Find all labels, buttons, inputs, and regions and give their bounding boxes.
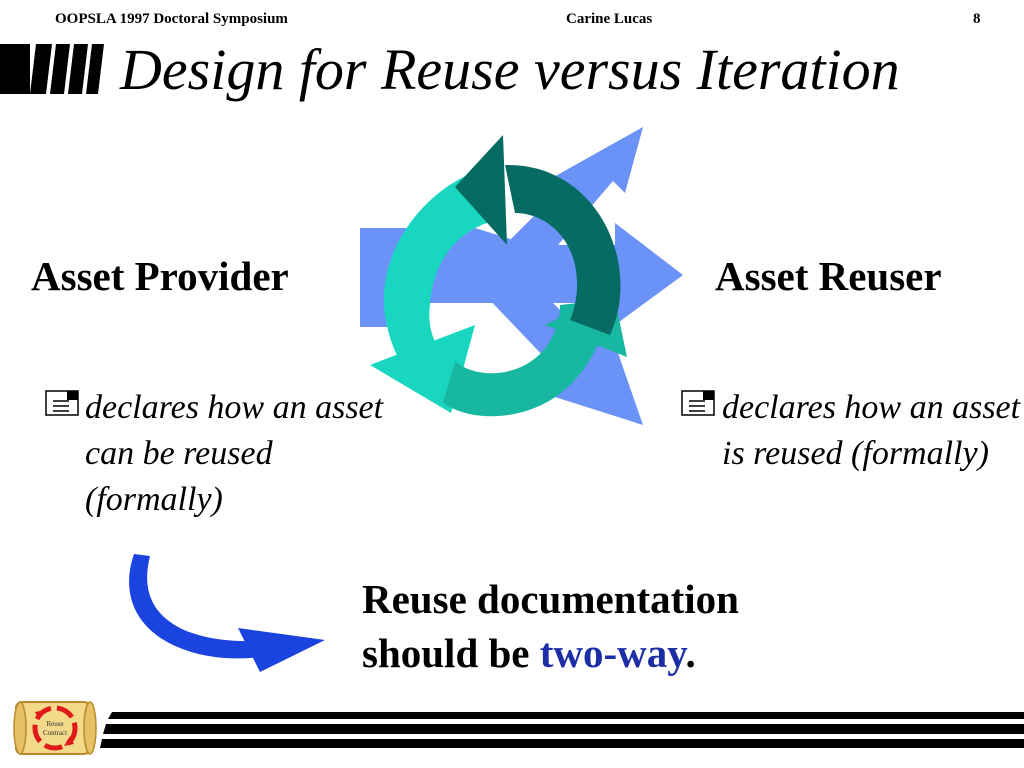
asset-provider-label: Asset Provider bbox=[31, 253, 289, 299]
conclusion-line-2: should be two-way. bbox=[362, 626, 739, 680]
title-bars-decoration bbox=[0, 44, 104, 94]
conclusion-line-1: Reuse documentation bbox=[362, 576, 739, 622]
bullet-icon bbox=[45, 390, 79, 416]
cyan-arc bbox=[383, 165, 500, 403]
asset-reuser-label: Asset Reuser bbox=[715, 253, 942, 299]
conclusion-text: Reuse documentation should be two-way. bbox=[362, 572, 739, 680]
reuse-contract-logo: Reuse Contract bbox=[13, 701, 97, 755]
bottom-bars-decoration bbox=[100, 712, 1024, 748]
iteration-cycle-graphic bbox=[360, 127, 683, 425]
bullet-icon bbox=[681, 390, 715, 416]
header-author: Carine Lucas bbox=[566, 11, 653, 27]
logo-text-line1: Reuse bbox=[46, 720, 63, 728]
header-conference: OOPSLA 1997 Doctoral Symposium bbox=[55, 11, 288, 27]
reuser-bullet-text: declares how an asset is reused (formall… bbox=[722, 389, 1021, 472]
conclusion-prefix: should be bbox=[362, 630, 540, 676]
logo-text-line2: Contract bbox=[43, 729, 67, 737]
provider-bullet-text: declares how an asset can be reused (for… bbox=[85, 389, 384, 518]
curved-arrow-icon bbox=[129, 554, 325, 672]
slide-number: 8 bbox=[973, 11, 981, 27]
conclusion-suffix: . bbox=[685, 630, 696, 676]
two-way-highlight: two-way bbox=[539, 630, 686, 676]
dark-teal-arc bbox=[505, 164, 621, 335]
slide-title: Design for Reuse versus Iteration bbox=[120, 37, 900, 102]
